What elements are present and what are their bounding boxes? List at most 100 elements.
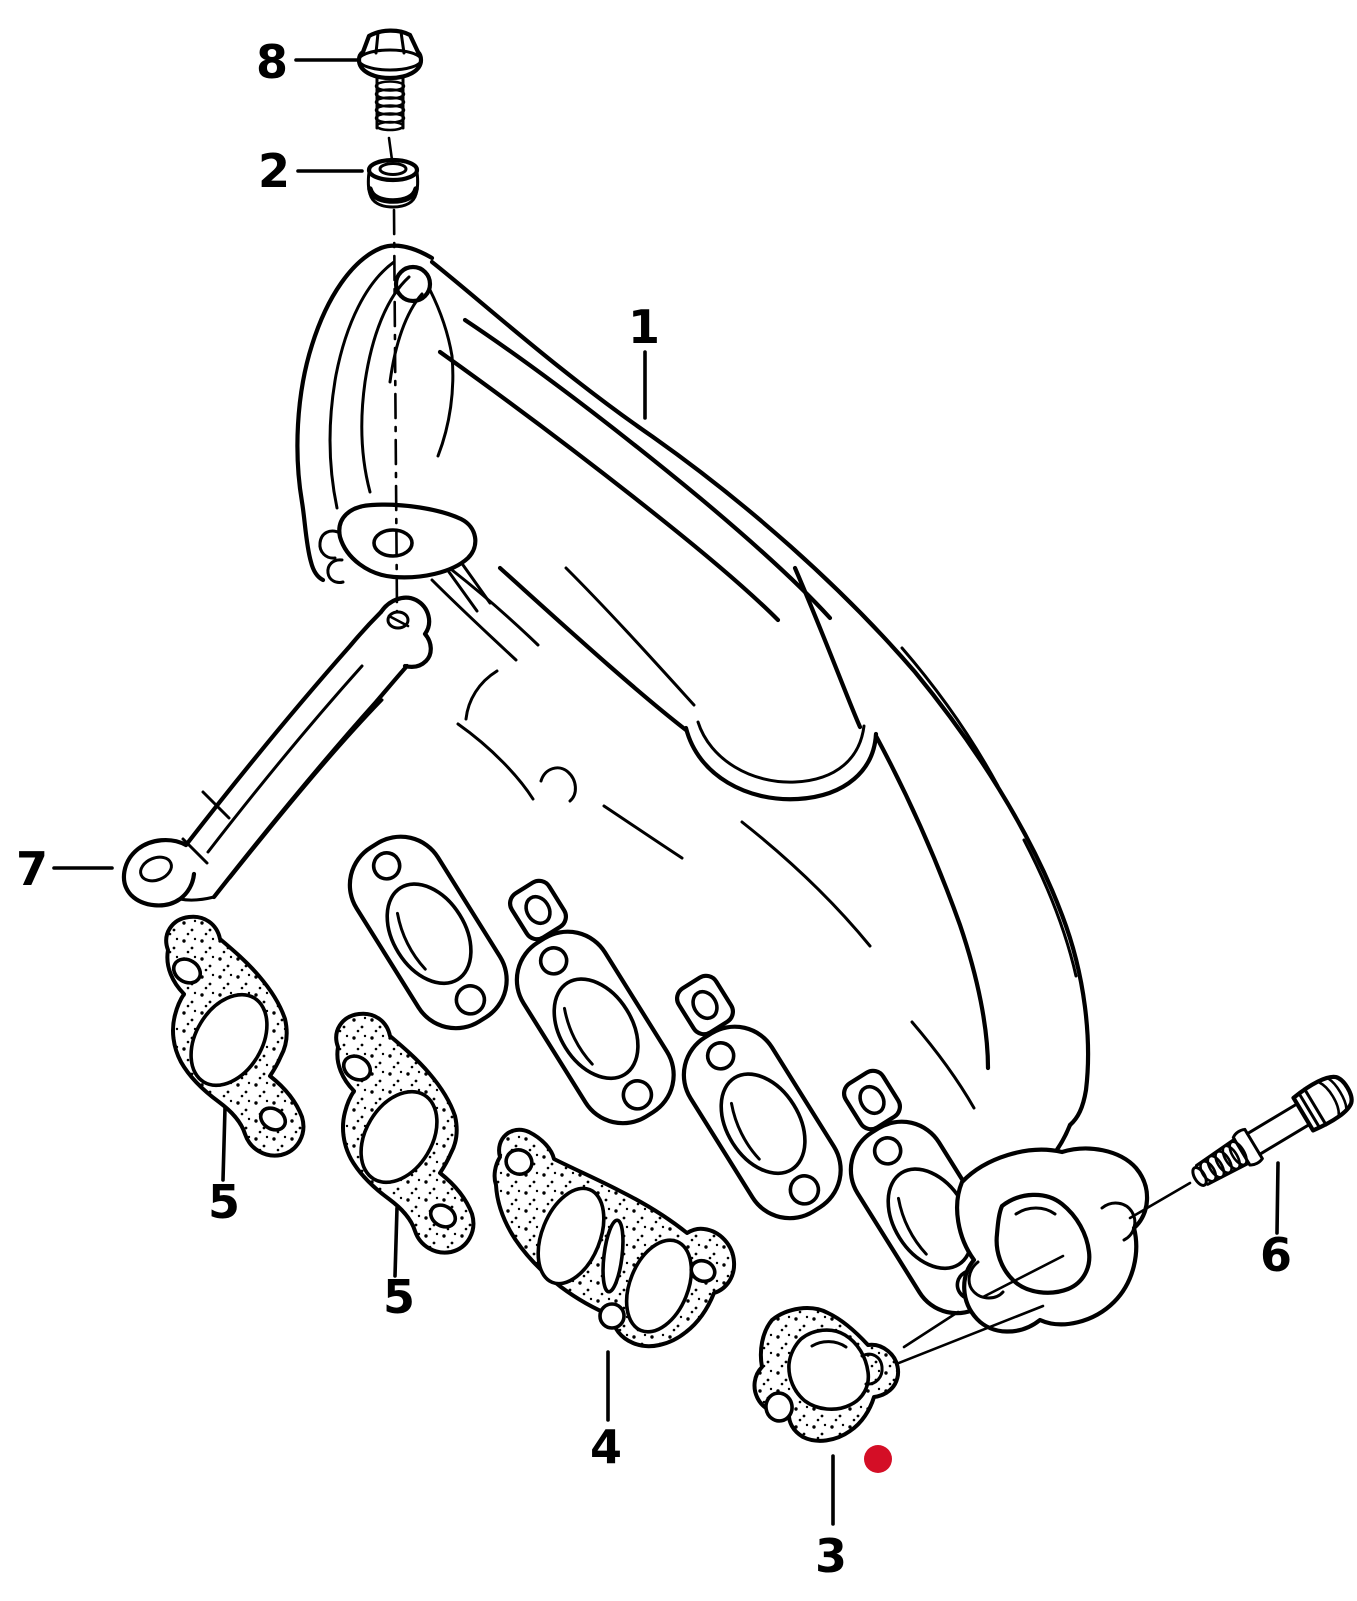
- callout-5a-leader: [221, 1106, 227, 1182]
- callout-6-label[interactable]: 6: [1260, 1228, 1292, 1282]
- gasket-5a-bolt-hole-top: [171, 957, 203, 985]
- pipe-down-left-edge: [873, 733, 991, 1071]
- gasket-5a-port: [189, 992, 269, 1088]
- pipe-inner-top: [462, 317, 833, 621]
- washer-bottom: [368, 192, 418, 209]
- gasket-5b-bolt-hole-top: [341, 1054, 373, 1082]
- end-port-gasket: [752, 1306, 901, 1443]
- gasket-5b-port: [359, 1089, 439, 1185]
- flange-inner-arc-3: [388, 292, 424, 384]
- bracket-top-hole-tick: [387, 614, 410, 628]
- stud-shank: [1245, 1102, 1311, 1156]
- port-1-ear-hole-top: [371, 851, 402, 881]
- intake-manifold-body: [295, 243, 1150, 1334]
- gasket-3-port-shade: [810, 1340, 848, 1349]
- callout-5a-label[interactable]: 5: [208, 1175, 240, 1229]
- bracket-top-lobe: [378, 595, 433, 670]
- stud-thread-1: [1199, 1160, 1218, 1183]
- stud-head-band-2: [1302, 1087, 1328, 1127]
- port-2-opening: [552, 977, 640, 1081]
- flange-gusset-2: [430, 578, 518, 662]
- end-flange-plate: [955, 1146, 1150, 1334]
- callout-2-label[interactable]: 2: [258, 144, 290, 198]
- flange-bolt-boss: [393, 264, 433, 304]
- callout-6-leader: [1275, 1161, 1280, 1235]
- port-2-shade: [562, 1006, 594, 1066]
- flange-right-crease: [428, 288, 455, 458]
- pipe-runner1-edge: [497, 565, 689, 733]
- pipe-shade-3: [900, 646, 1000, 788]
- stud-collar: [1231, 1127, 1264, 1167]
- flange-left-edge: [295, 245, 384, 583]
- stud-thread-4: [1221, 1144, 1242, 1171]
- flange-knob-1: [318, 529, 342, 560]
- callout-4-label[interactable]: 4: [590, 1420, 622, 1474]
- bracket-tick-1: [201, 790, 231, 820]
- flange-top-edge: [378, 243, 435, 261]
- manifold-plenum-pipe: [429, 259, 1091, 1202]
- port-gasket-5a: [164, 914, 306, 1158]
- callout-5b-label[interactable]: 5: [383, 1270, 415, 1324]
- flange-inner-arc-1: [328, 260, 396, 510]
- port-4-ear-hole-top: [872, 1136, 903, 1166]
- pipe-web-line-a: [456, 722, 535, 801]
- callout-3-label[interactable]: 3: [815, 1529, 847, 1583]
- flange-inner-arc-2: [360, 275, 411, 494]
- manifold-end-flange: [955, 1146, 1150, 1334]
- bracket-top-hole: [386, 610, 410, 630]
- pipe-inner-mid: [437, 349, 781, 623]
- gasket-4-bolt-hole-top: [504, 1148, 534, 1176]
- stud-thread-3: [1214, 1149, 1233, 1175]
- port-2-ear-hole-top: [538, 946, 569, 976]
- stud-head-band-1: [1297, 1091, 1322, 1130]
- manifold-mounting-flange: [295, 243, 540, 662]
- pipe-web-line-b: [602, 804, 684, 860]
- stud-thread-5: [1228, 1140, 1248, 1167]
- manifold-web-bosses: [508, 878, 902, 1132]
- bracket-eyelet: [121, 838, 197, 908]
- washer-groove-band: [367, 186, 419, 204]
- stud-head-facet-1: [1317, 1081, 1341, 1117]
- gasket-3-bolt-hole-left: [764, 1391, 794, 1423]
- web-boss-2-hole: [691, 989, 719, 1021]
- bolt-axis-upper: [387, 136, 394, 162]
- gasket-4-bolt-hole-bottom: [598, 1302, 626, 1330]
- port-3-shade: [729, 1101, 761, 1161]
- selected-part-marker[interactable]: [864, 1445, 892, 1473]
- callout-1-label[interactable]: 1: [628, 300, 660, 354]
- stud-head-face: [1292, 1096, 1315, 1132]
- pipe-shade-2: [910, 1020, 976, 1110]
- pipe-shade-1: [740, 820, 872, 948]
- flange-bolt-hole: [372, 528, 414, 558]
- support-bracket: [121, 595, 433, 908]
- flange-gusset-1: [450, 568, 540, 647]
- port-1-ear-hole-bottom: [454, 984, 487, 1016]
- port-1-shade: [395, 911, 427, 971]
- washer-inner-hole: [378, 162, 408, 176]
- port-2-ear-hole-bottom: [621, 1079, 654, 1111]
- bracket-tick-2: [181, 837, 209, 865]
- callout-5b-leader: [393, 1206, 399, 1278]
- gasket-4-slot: [601, 1218, 625, 1294]
- gasket-3-ear-right: [860, 1352, 884, 1386]
- pipe-cuff-inner: [696, 720, 866, 784]
- flange-bolt: [356, 28, 424, 132]
- pipe-cuff-outer: [683, 725, 879, 802]
- pipe-runner-right-edge: [792, 565, 863, 730]
- washer-grommet: [366, 157, 420, 209]
- callout-7-label[interactable]: 7: [16, 842, 48, 896]
- callout-8-label[interactable]: 8: [256, 35, 288, 89]
- bracket-rib-1: [206, 664, 364, 854]
- bracket-outer-edge: [183, 609, 384, 848]
- bracket-eyelet-hole: [139, 855, 173, 883]
- double-port-gasket: [492, 1128, 737, 1349]
- bracket-rib-2: [228, 698, 384, 880]
- pipe-runner-hook: [464, 669, 499, 721]
- end-flange-port-shade: [1014, 1206, 1057, 1216]
- gasket-5b-bolt-hole-bottom: [428, 1203, 458, 1229]
- port-3-ear-hole-top: [705, 1041, 736, 1071]
- stud-bolt: [1191, 1074, 1354, 1187]
- gasket-4-port-left: [536, 1186, 606, 1286]
- flange-gusset-4: [461, 563, 492, 605]
